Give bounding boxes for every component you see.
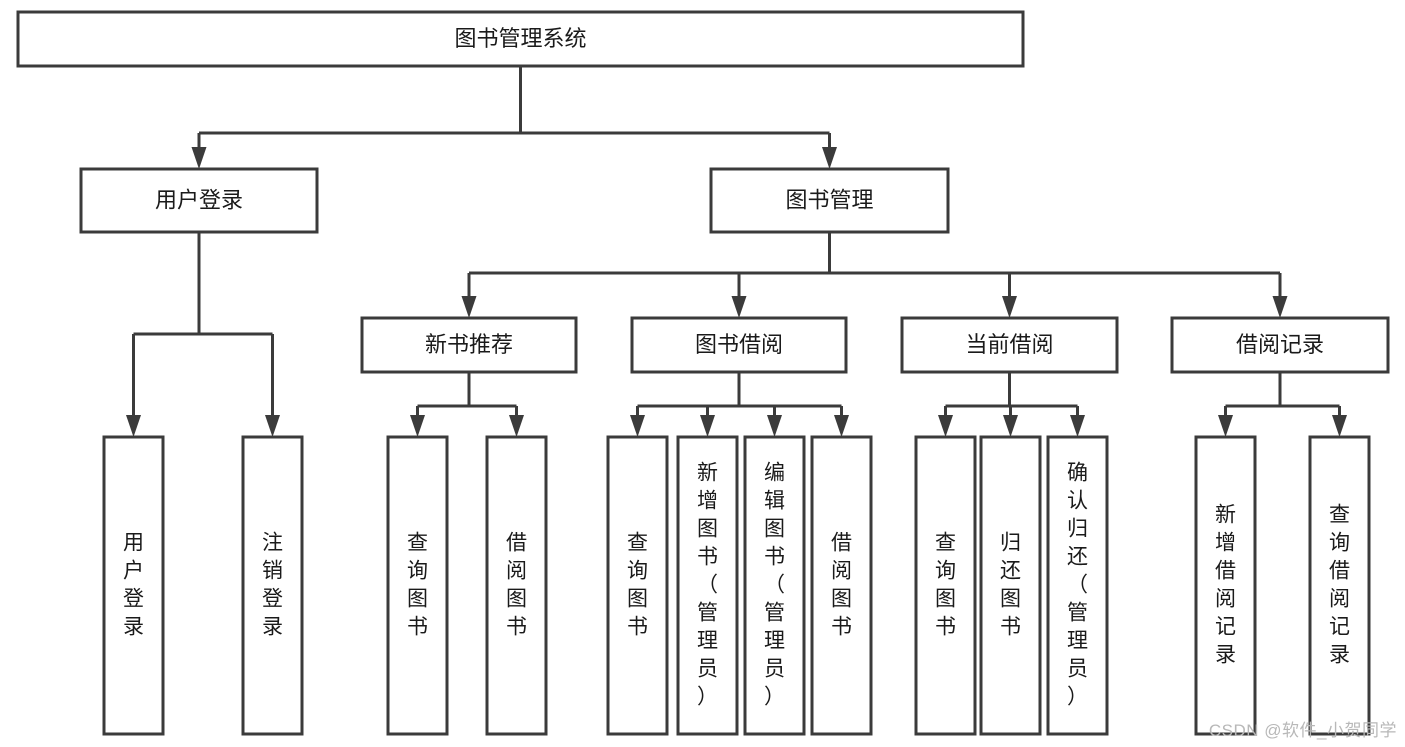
node-label: 新增借阅记录 [1215, 503, 1236, 666]
node-box[interactable] [900, 316, 1119, 374]
arrow-head-icon [630, 415, 645, 437]
node-label: 当前借阅 [965, 332, 1053, 357]
node-layer: 图书管理系统用户登录图书管理新书推荐图书借阅当前借阅借阅记录用户登录注销登录查询… [16, 10, 1390, 736]
arrow-head-icon [1002, 296, 1017, 318]
arrow-head-icon [1272, 296, 1288, 318]
node-leaf-edit-book[interactable]: 编辑图书（管理员） [743, 435, 806, 736]
node-box[interactable] [386, 435, 449, 736]
node-box[interactable] [743, 435, 806, 736]
node-box[interactable] [709, 167, 950, 234]
node-label: 查询图书 [627, 531, 648, 638]
node-label: 新书推荐 [425, 332, 513, 357]
node-box[interactable] [16, 10, 1025, 68]
arrow-head-icon [509, 415, 524, 437]
node-box[interactable] [102, 435, 165, 736]
node-book-manage[interactable]: 图书管理 [709, 167, 950, 234]
arrow-head-icon [700, 415, 715, 437]
node-label: 新增图书（管理员） [697, 461, 718, 708]
node-current-borrow[interactable]: 当前借阅 [900, 316, 1119, 374]
node-box[interactable] [360, 316, 578, 374]
node-leaf-borrow-book-1[interactable]: 借阅图书 [485, 435, 548, 736]
node-box[interactable] [241, 435, 304, 736]
node-box[interactable] [1308, 435, 1371, 736]
node-label: 归还图书 [1000, 531, 1021, 638]
arrow-head-icon [731, 296, 747, 318]
node-label: 借阅图书 [831, 531, 852, 638]
node-box[interactable] [630, 316, 848, 374]
arrow-head-icon [1218, 415, 1233, 437]
edge-layer [126, 66, 1347, 437]
node-label: 查询图书 [407, 531, 428, 638]
node-box[interactable] [485, 435, 548, 736]
arrow-head-icon [126, 415, 141, 437]
node-borrow-record[interactable]: 借阅记录 [1170, 316, 1390, 374]
node-box[interactable] [606, 435, 669, 736]
node-leaf-query-book-3[interactable]: 查询图书 [914, 435, 977, 736]
node-user-login[interactable]: 用户登录 [79, 167, 319, 234]
node-new-book-rec[interactable]: 新书推荐 [360, 316, 578, 374]
node-leaf-add-book[interactable]: 新增图书（管理员） [676, 435, 739, 736]
arrow-head-icon [822, 147, 837, 169]
node-box[interactable] [979, 435, 1042, 736]
node-leaf-return-book[interactable]: 归还图书 [979, 435, 1042, 736]
node-box[interactable] [79, 167, 319, 234]
node-leaf-query-record[interactable]: 查询借阅记录 [1308, 435, 1371, 736]
node-box[interactable] [1046, 435, 1109, 736]
arrow-head-icon [767, 415, 782, 437]
arrow-head-icon [461, 296, 477, 318]
node-label: 借阅图书 [506, 531, 527, 638]
node-box[interactable] [1194, 435, 1257, 736]
node-leaf-borrow-book-2[interactable]: 借阅图书 [810, 435, 873, 736]
node-leaf-query-book-1[interactable]: 查询图书 [386, 435, 449, 736]
node-label: 用户登录 [155, 187, 243, 212]
node-leaf-confirm-return[interactable]: 确认归还（管理员） [1046, 435, 1109, 736]
node-label: 图书管理系统 [454, 26, 586, 51]
node-root[interactable]: 图书管理系统 [16, 10, 1025, 68]
arrow-head-icon [191, 147, 207, 169]
arrow-head-icon [265, 415, 280, 437]
node-leaf-query-book-2[interactable]: 查询图书 [606, 435, 669, 736]
node-box[interactable] [810, 435, 873, 736]
node-label: 借阅记录 [1236, 332, 1324, 357]
node-box[interactable] [1170, 316, 1390, 374]
node-label: 确认归还（管理员） [1067, 461, 1088, 708]
arrow-head-icon [410, 415, 425, 437]
arrow-head-icon [834, 415, 849, 437]
node-label: 图书借阅 [695, 332, 783, 357]
node-leaf-user-logout[interactable]: 注销登录 [241, 435, 304, 736]
node-label: 查询借阅记录 [1329, 503, 1350, 666]
node-box[interactable] [676, 435, 739, 736]
arrow-head-icon [1332, 415, 1347, 437]
node-box[interactable] [914, 435, 977, 736]
arrow-head-icon [1003, 415, 1018, 437]
arrow-head-icon [1070, 415, 1085, 437]
node-label: 查询图书 [935, 531, 956, 638]
node-book-borrow[interactable]: 图书借阅 [630, 316, 848, 374]
arrow-head-icon [938, 415, 953, 437]
node-label: 用户登录 [123, 531, 144, 638]
node-leaf-add-record[interactable]: 新增借阅记录 [1194, 435, 1257, 736]
node-leaf-user-login[interactable]: 用户登录 [102, 435, 165, 736]
node-label: 注销登录 [262, 531, 283, 638]
node-label: 编辑图书（管理员） [764, 461, 785, 708]
node-label: 图书管理 [785, 187, 873, 212]
